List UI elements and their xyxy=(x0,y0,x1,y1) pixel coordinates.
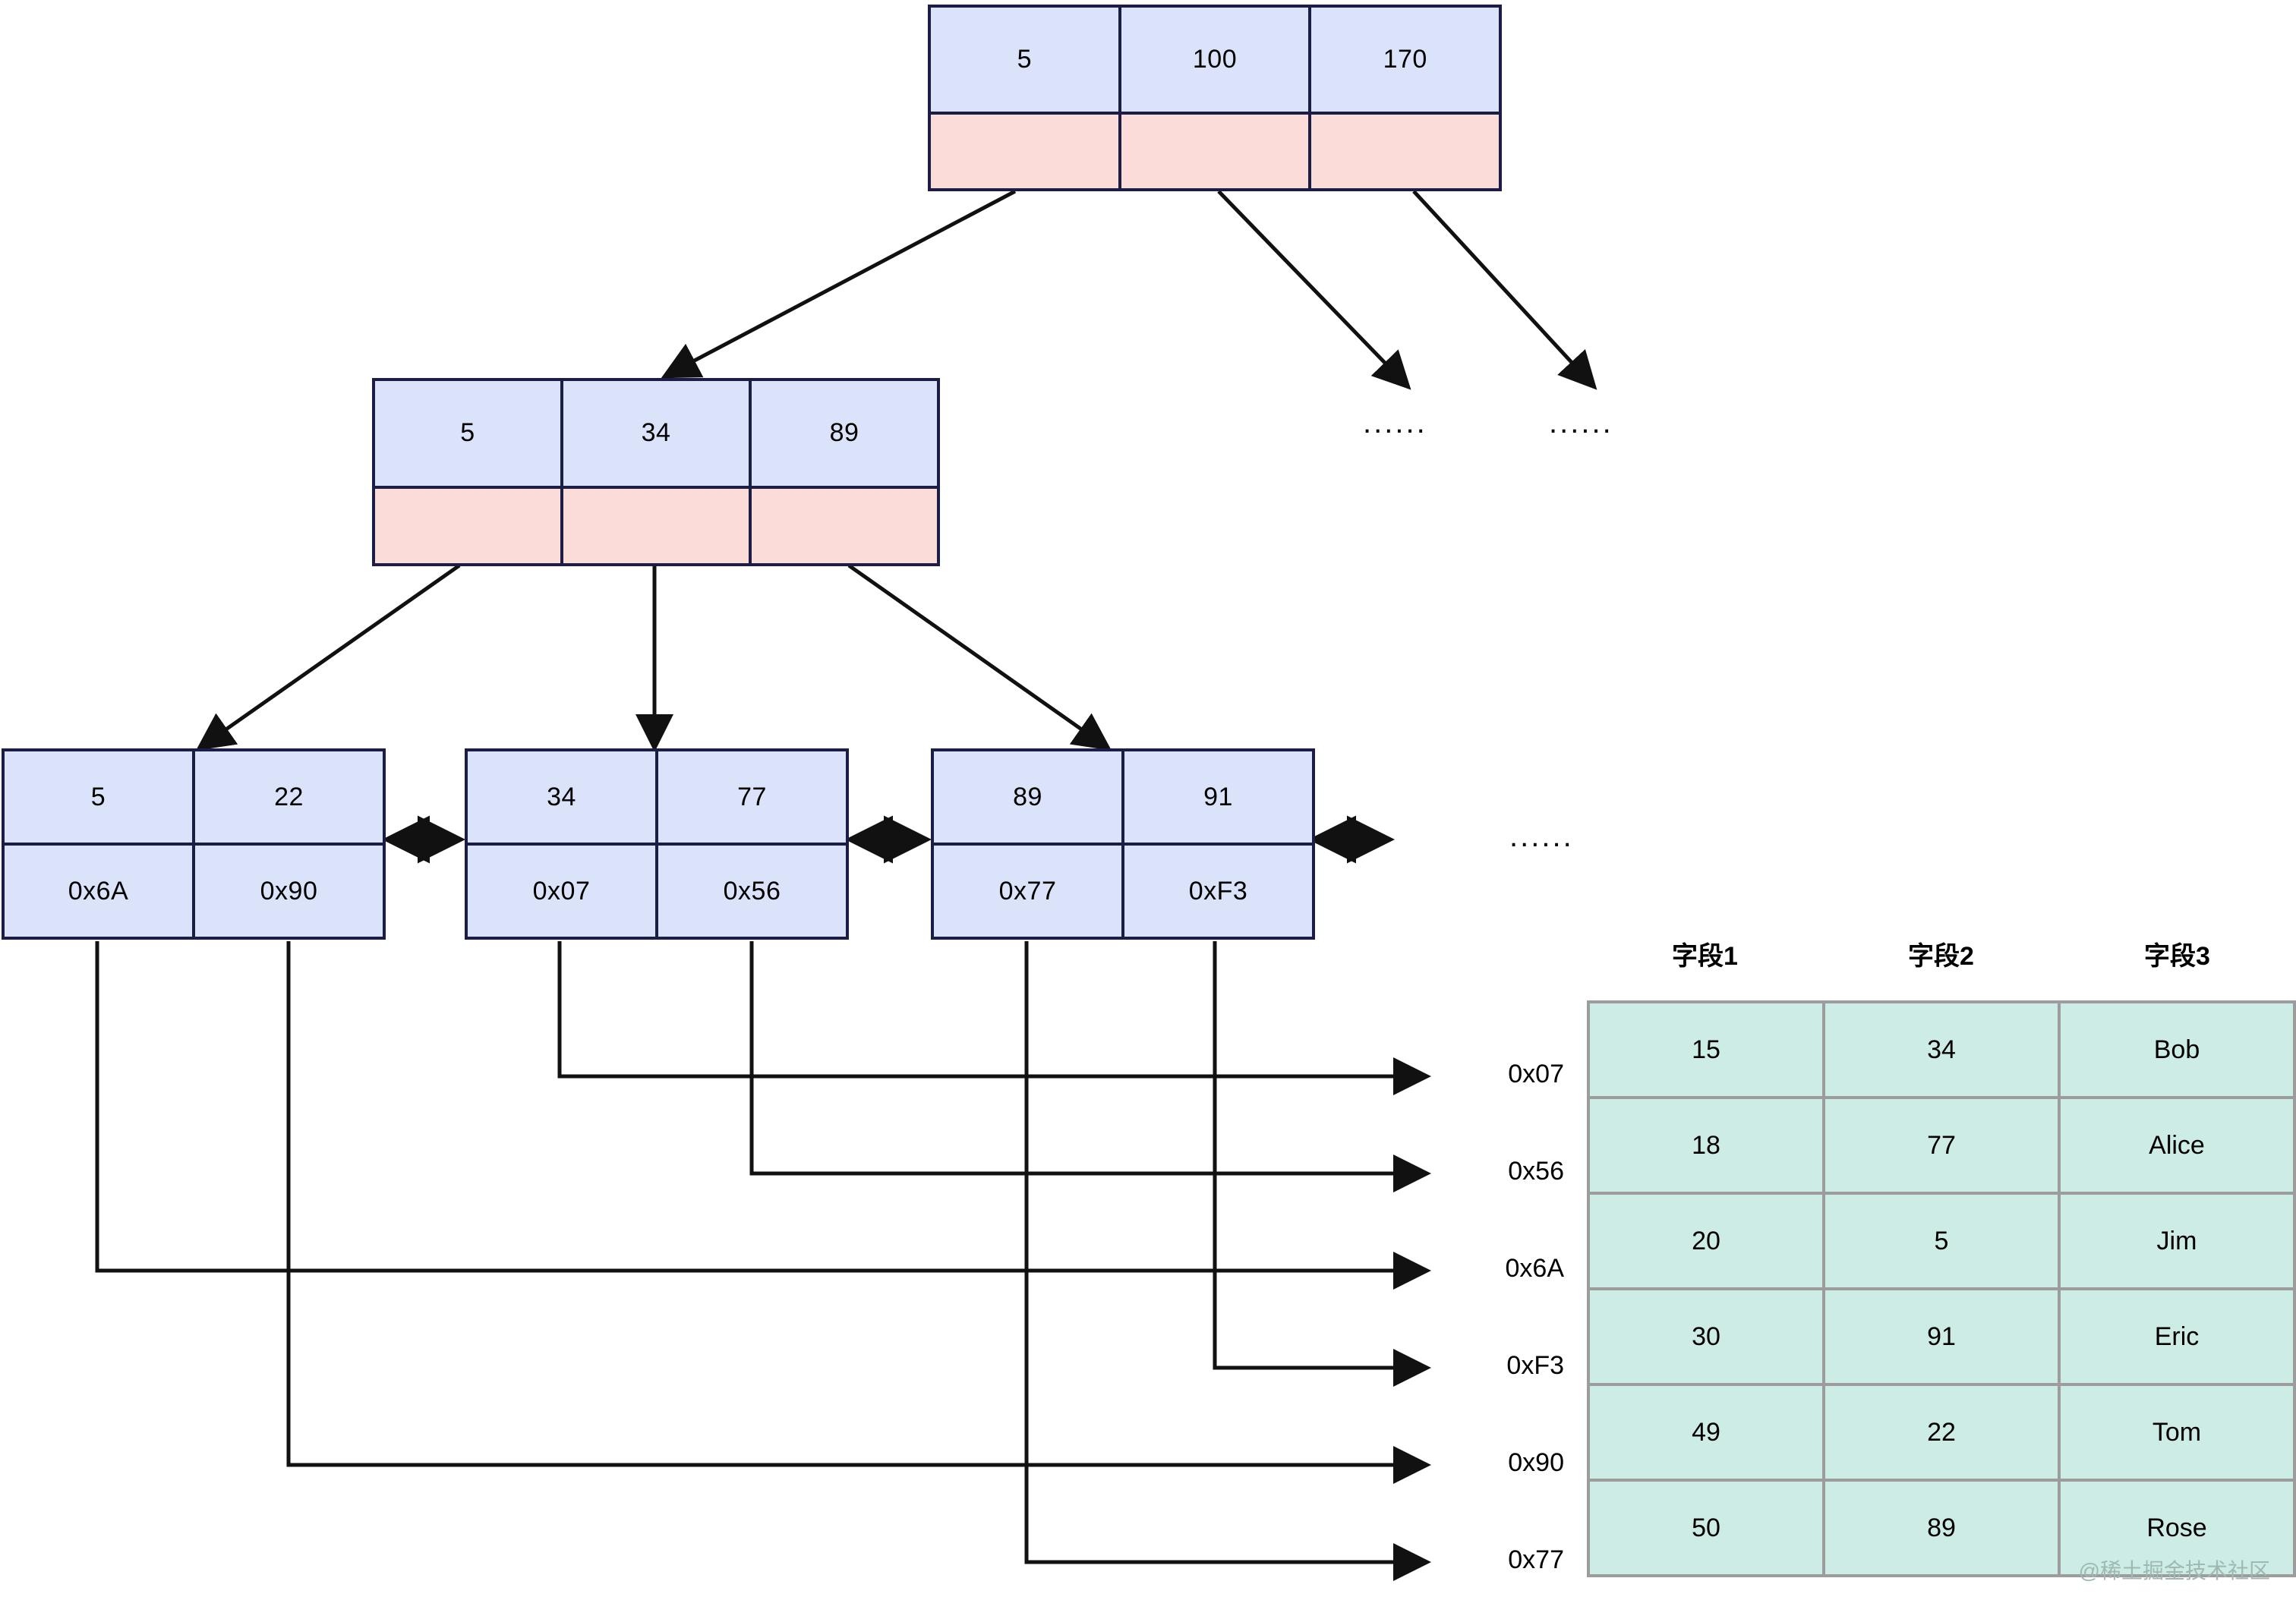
table-cell-r2-c2[interactable]: Jim xyxy=(2058,1192,2296,1290)
leaf-3-key-cell-0[interactable]: 89 xyxy=(934,751,1124,843)
leaf-3-key-cell-1[interactable]: 91 xyxy=(1203,782,1233,811)
table-cell-r4-c2[interactable]: Tom xyxy=(2058,1383,2296,1482)
leaf-2-pointer-cell-0[interactable]: 0x07 xyxy=(468,846,658,937)
leaf-2-pointer-cell-1[interactable]: 0x56 xyxy=(723,876,781,906)
table-cell-r1-c1[interactable]: 77 xyxy=(1822,1096,2061,1195)
table-cell-r1-c2[interactable]: Alice xyxy=(2058,1096,2296,1195)
ellipsis-root-child-4: ...... xyxy=(1549,406,1613,439)
record-table[interactable]: 15 34 Bob 18 77 Alice 20 5 Jim 30 91 Eri… xyxy=(1587,1000,2296,1577)
wire-0x07-to-row xyxy=(557,941,1431,1095)
table-row[interactable]: 50 89 Rose xyxy=(1587,1479,2296,1577)
root-pointer-cell-1[interactable] xyxy=(1121,114,1312,188)
root-pointer-cell-0[interactable] xyxy=(931,114,1121,188)
wire-0x77-to-row xyxy=(1024,941,1431,1581)
leaf-node-3[interactable]: 89 91 0x77 0xF3 xyxy=(931,748,1315,940)
table-cell-r4-c1[interactable]: 22 xyxy=(1822,1383,2061,1482)
leaf-3-pointers-row: 0x77 0xF3 xyxy=(934,843,1312,937)
table-cell-r5-c0[interactable]: 50 xyxy=(1587,1479,1825,1577)
ellipsis-root-child-3: ...... xyxy=(1363,406,1427,439)
table-row[interactable]: 49 22 Tom xyxy=(1587,1383,2296,1482)
table-column-header-0: 字段1 xyxy=(1672,942,1738,971)
internal-node[interactable]: 5 34 89 xyxy=(372,378,940,566)
table-cell-r2-c0[interactable]: 20 xyxy=(1587,1192,1825,1290)
table-cell-r4-c0[interactable]: 49 xyxy=(1587,1383,1825,1482)
edge-root-to-ellipsis-1 xyxy=(1217,190,1411,390)
wire-0xF3-to-row xyxy=(1213,941,1431,1387)
leaf-2-pointers-row: 0x07 0x56 xyxy=(468,843,846,937)
root-key-cell-2[interactable]: 170 xyxy=(1383,44,1427,74)
table-cell-r5-c1[interactable]: 89 xyxy=(1822,1479,2061,1577)
table-cell-r0-c0[interactable]: 15 xyxy=(1587,1000,1825,1099)
table-cell-r3-c0[interactable]: 30 xyxy=(1587,1287,1825,1386)
edge-root-to-internal xyxy=(661,189,1017,379)
internal-pointers-row xyxy=(375,485,937,564)
table-row-label-4: 0x90 xyxy=(1508,1448,1564,1477)
leaf-node-1[interactable]: 5 22 0x6A 0x90 xyxy=(2,748,386,940)
table-cell-r0-c2[interactable]: Bob xyxy=(2058,1000,2296,1099)
leaf-3-pointer-cell-1[interactable]: 0xF3 xyxy=(1188,876,1248,906)
leaf-1-pointer-cell-1[interactable]: 0x90 xyxy=(260,876,318,906)
leaf-3-pointer-cell-0[interactable]: 0x77 xyxy=(934,846,1124,937)
table-row[interactable]: 20 5 Jim xyxy=(1587,1192,2296,1290)
leaf-1-pointer-cell-0[interactable]: 0x6A xyxy=(5,846,195,937)
root-node[interactable]: 5 100 170 xyxy=(928,5,1502,191)
internal-pointer-cell-1[interactable] xyxy=(563,488,752,563)
table-row[interactable]: 30 91 Eric xyxy=(1587,1287,2296,1386)
table-cell-r2-c1[interactable]: 5 xyxy=(1822,1192,2061,1290)
table-column-header-2: 字段3 xyxy=(2144,942,2210,971)
wire-0x90-to-row xyxy=(286,941,1431,1484)
table-row-label-3: 0xF3 xyxy=(1506,1351,1564,1380)
internal-pointer-cell-0[interactable] xyxy=(375,488,563,563)
table-cell-r3-c1[interactable]: 91 xyxy=(1822,1287,2061,1386)
leaf-1-keys-row: 5 22 xyxy=(5,751,383,843)
table-row-label-2: 0x6A xyxy=(1505,1254,1565,1283)
internal-pointer-cell-2[interactable] xyxy=(752,489,937,564)
table-row-label-1: 0x56 xyxy=(1508,1157,1564,1186)
edge-root-to-ellipsis-2 xyxy=(1412,190,1597,390)
leaf-1-key-cell-0[interactable]: 5 xyxy=(5,751,195,843)
table-row-label-0: 0x07 xyxy=(1508,1060,1564,1088)
leaf-node-2[interactable]: 34 77 0x07 0x56 xyxy=(465,748,849,940)
table-row[interactable]: 15 34 Bob xyxy=(1587,1000,2296,1099)
table-cell-r5-c2[interactable]: Rose xyxy=(2058,1479,2296,1577)
edge-internal-to-leaf-1 xyxy=(195,563,461,751)
wire-0x56-to-row xyxy=(749,941,1431,1192)
internal-keys-row: 5 34 89 xyxy=(375,381,937,486)
leaf-2-key-cell-0[interactable]: 34 xyxy=(468,751,658,843)
root-keys-row: 5 100 170 xyxy=(931,8,1499,112)
root-key-cell-1[interactable]: 100 xyxy=(1121,8,1312,112)
ellipsis-leaf-next: ...... xyxy=(1509,820,1574,853)
watermark-text: @稀土掘金技术社区 xyxy=(2078,1559,2270,1583)
wire-0x6A-to-row xyxy=(95,941,1431,1290)
leaf-1-key-cell-1[interactable]: 22 xyxy=(274,782,304,811)
root-pointer-cell-2[interactable] xyxy=(1311,115,1499,189)
leaf-1-pointers-row: 0x6A 0x90 xyxy=(5,843,383,937)
table-cell-r1-c0[interactable]: 18 xyxy=(1587,1096,1825,1195)
internal-key-cell-0[interactable]: 5 xyxy=(375,381,563,486)
root-key-cell-0[interactable]: 5 xyxy=(931,8,1121,112)
edge-internal-to-leaf-3 xyxy=(847,563,1112,751)
leaf-2-key-cell-1[interactable]: 77 xyxy=(737,782,767,811)
leaf-2-keys-row: 34 77 xyxy=(468,751,846,843)
table-row-label-5: 0x77 xyxy=(1508,1545,1564,1574)
leaf-3-keys-row: 89 91 xyxy=(934,751,1312,843)
table-column-header-1: 字段2 xyxy=(1908,942,1974,971)
table-row[interactable]: 18 77 Alice xyxy=(1587,1096,2296,1195)
root-pointers-row xyxy=(931,111,1499,189)
table-cell-r3-c2[interactable]: Eric xyxy=(2058,1287,2296,1386)
internal-key-cell-1[interactable]: 34 xyxy=(563,381,752,486)
internal-key-cell-2[interactable]: 89 xyxy=(829,418,859,448)
table-cell-r0-c1[interactable]: 34 xyxy=(1822,1000,2061,1099)
